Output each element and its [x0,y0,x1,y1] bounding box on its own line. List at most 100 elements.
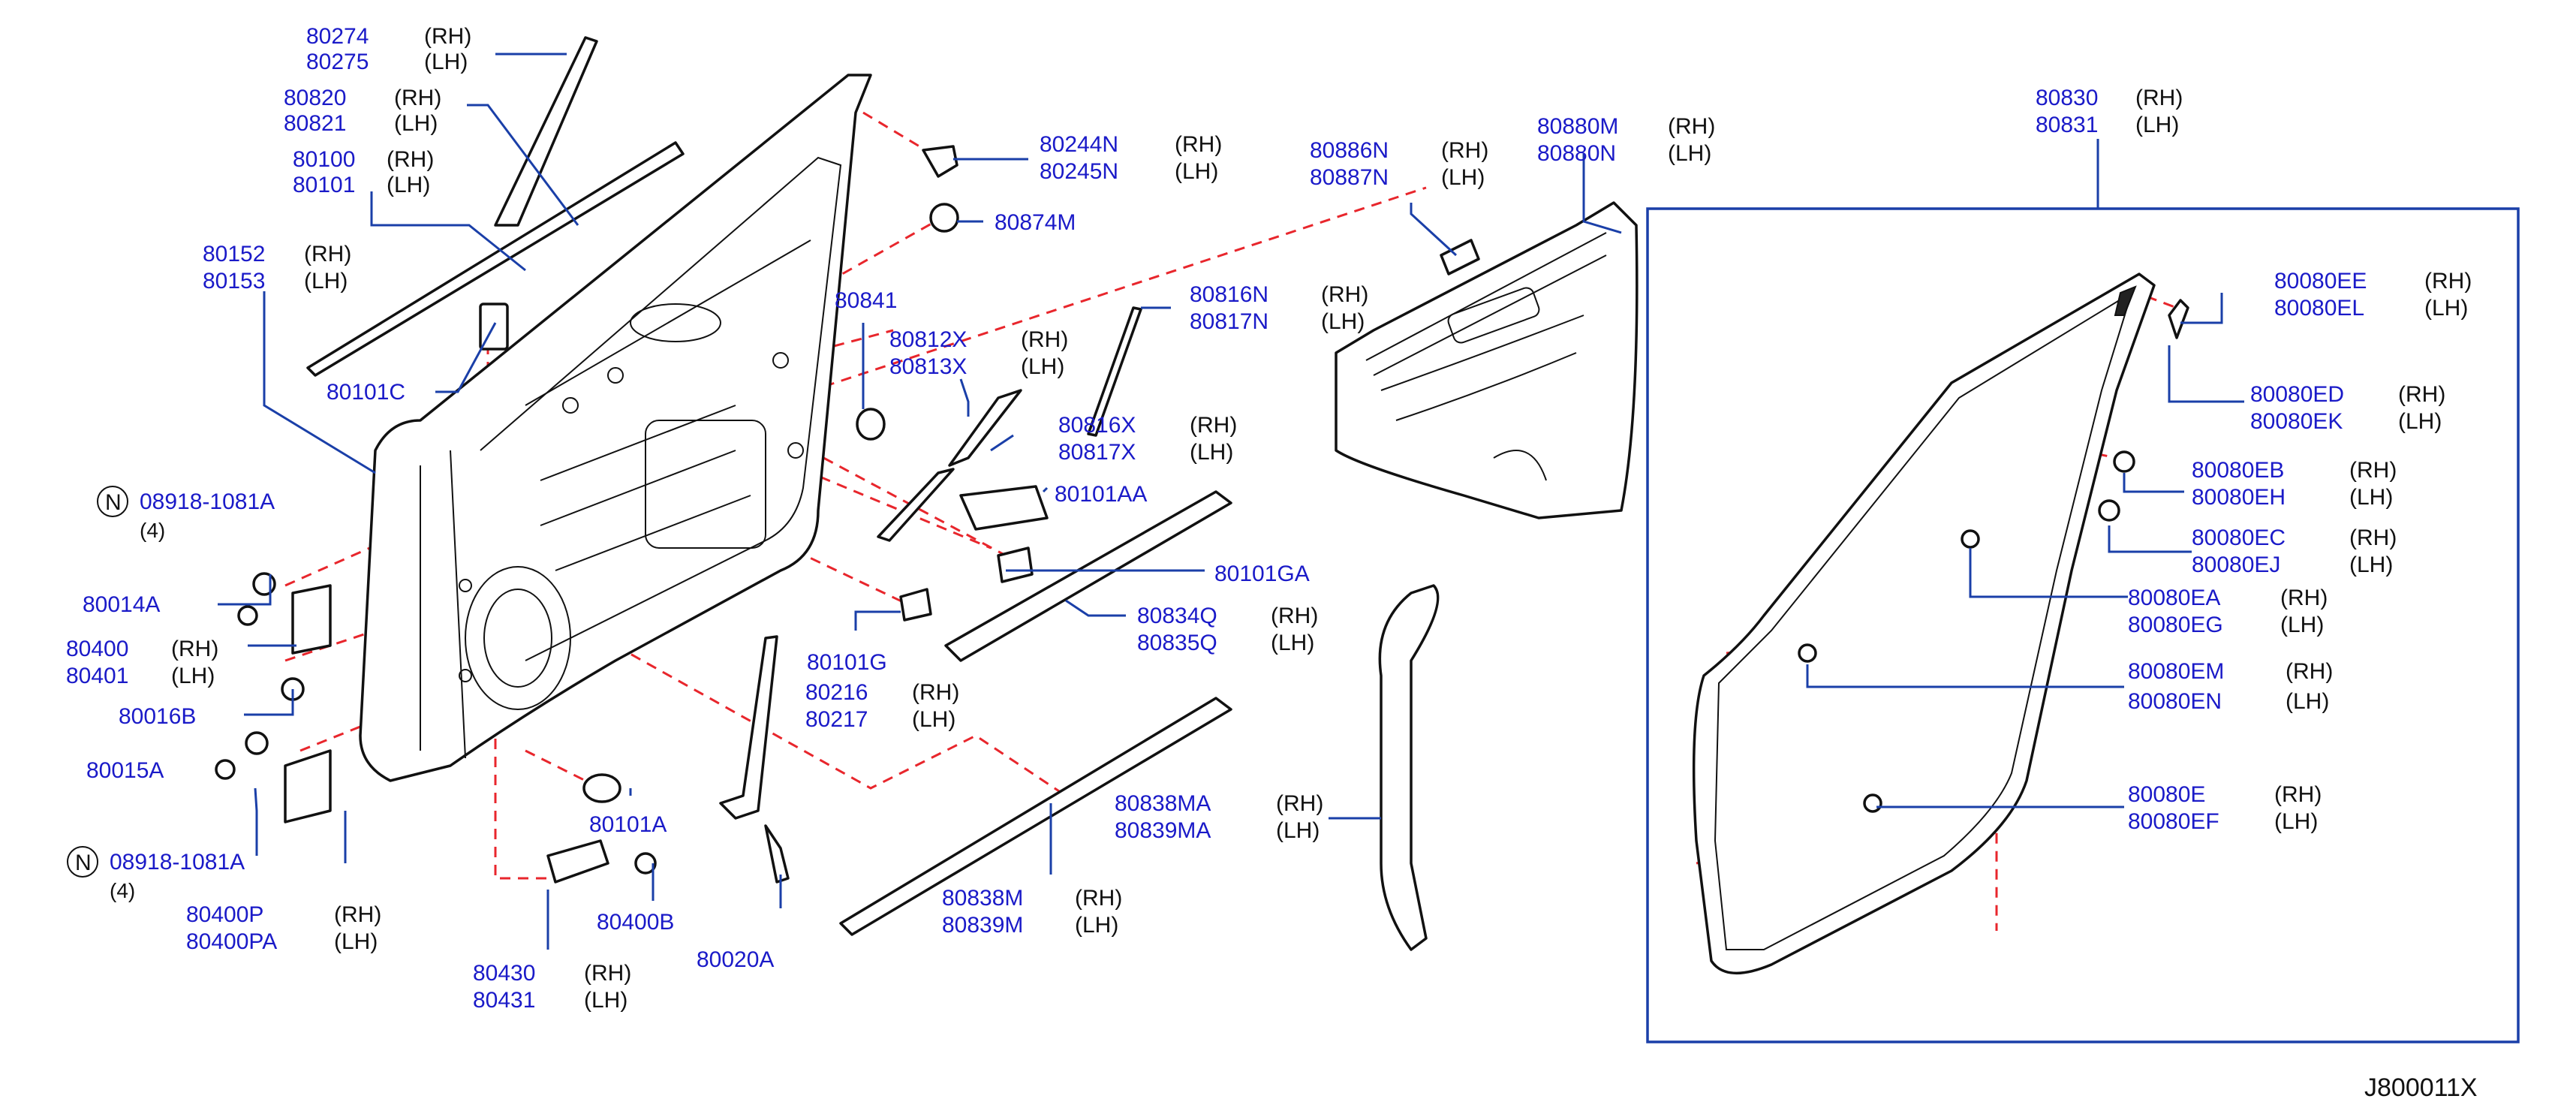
part-number: 80817N [1190,309,1268,334]
part-number: 80812X [889,327,967,352]
part-number: 80101C [327,380,405,405]
part-number: 80400P [186,902,263,927]
side-rh: (RH) [2349,458,2397,483]
side-rh: (RH) [424,24,471,49]
part-number: 80080ED [2250,382,2344,407]
part-number: 80839MA [1115,818,1211,843]
part-number: 80016B [119,704,196,729]
part-number: 80834Q [1137,604,1217,628]
part-number: 80816N [1190,282,1268,307]
leader-lines [218,53,2244,950]
small-parts [856,145,1142,622]
side-rh: (RH) [2398,382,2445,407]
part-number: 80101AA [1055,482,1147,507]
side-rh: (RH) [1021,327,1068,352]
side-rh: (RH) [2349,525,2397,550]
part-number: 80820 [284,86,346,110]
side-lh: (LH) [1175,159,1218,184]
part-number: 80830 [2036,86,2098,110]
side-rh: (RH) [394,86,441,110]
side-lh: (LH) [1271,631,1314,655]
door-trim [1335,201,1639,519]
part-number: 80275 [306,50,369,74]
part-number: 80813X [889,354,967,379]
part-number: 08918-1081A [110,850,245,875]
part-number: 80100 [293,147,355,172]
side-lh: (LH) [1276,818,1320,843]
side-rh: (RH) [2280,586,2328,610]
part-number: 80080EF [2128,809,2219,834]
part-number: 80400 [66,637,128,661]
side-lh: (LH) [2424,296,2468,321]
part-number: 80080EN [2128,689,2222,714]
side-lh: (LH) [1075,913,1118,938]
part-number: 80080EB [2192,458,2284,483]
quantity: (4) [110,879,135,902]
part-number: 80101A [589,812,667,837]
part-number: 80401 [66,664,128,688]
side-lh: (LH) [171,664,215,688]
part-number: 08918-1081A [140,489,275,514]
part-number: 80101 [293,173,355,197]
weatherstrip-group-box [1646,207,2520,1043]
part-number: 80080EJ [2192,552,2280,577]
part-number: 80430 [473,961,535,986]
side-lh: (LH) [584,988,627,1013]
side-rh: (RH) [1075,886,1122,911]
side-rh: (RH) [1190,413,1237,438]
part-number: 80101GA [1214,562,1310,586]
part-number: 80080EA [2128,586,2220,610]
n-symbol: N [75,851,92,875]
part-number: 80080EE [2274,269,2367,294]
part-number: 80841 [835,288,897,313]
side-lh: (LH) [334,929,378,954]
part-number: 80216 [805,680,868,705]
side-lh: (LH) [1190,440,1233,465]
part-number: 80400B [597,910,674,935]
side-rh: (RH) [912,680,959,705]
n-symbol-circle [97,486,128,517]
side-lh: (LH) [2398,409,2442,434]
side-lh: (LH) [1441,165,1485,190]
part-number: 80014A [83,592,160,617]
part-number: 80874M [995,210,1076,235]
part-number: 80886N [1310,138,1389,163]
quantity: (4) [140,519,165,542]
part-number: 80887N [1310,165,1389,190]
part-number: 80080EM [2128,659,2224,684]
side-lh: (LH) [2349,552,2393,577]
side-lh: (LH) [2280,613,2324,637]
side-rh: (RH) [1276,791,1323,816]
part-number: 80838MA [1115,791,1211,816]
side-lh: (LH) [912,707,955,732]
side-lh: (LH) [424,50,468,74]
side-rh: (RH) [1441,138,1488,163]
side-rh: (RH) [387,147,434,172]
part-number: 80880M [1537,114,1618,139]
part-number: 80152 [203,242,265,266]
side-rh: (RH) [1175,132,1222,157]
n-symbol-circle [67,846,98,878]
n-symbol: N [105,490,122,515]
side-rh: (RH) [2424,269,2472,294]
part-number: 80245N [1040,159,1118,184]
part-number: 80817X [1058,440,1136,465]
trim-strip-curve [1378,584,1440,951]
side-rh: (RH) [584,961,631,986]
part-number: 80153 [203,269,265,294]
side-rh: (RH) [1271,604,1318,628]
side-rh: (RH) [1321,282,1368,307]
side-rh: (RH) [1668,114,1715,139]
belt-moldings [839,490,1232,936]
side-rh: (RH) [304,242,351,266]
side-lh: (LH) [2286,689,2329,714]
part-number: 80020A [697,947,774,972]
part-number: 80821 [284,111,346,136]
part-number: 80831 [2036,113,2098,137]
side-lh: (LH) [387,173,430,197]
part-number: 80838M [942,886,1023,911]
part-number: 80080EC [2192,525,2286,550]
part-number: 80816X [1058,413,1136,438]
part-labels: 80274 (RH) 80275 (LH) 80820 (RH) 80821 (… [66,24,2478,1102]
